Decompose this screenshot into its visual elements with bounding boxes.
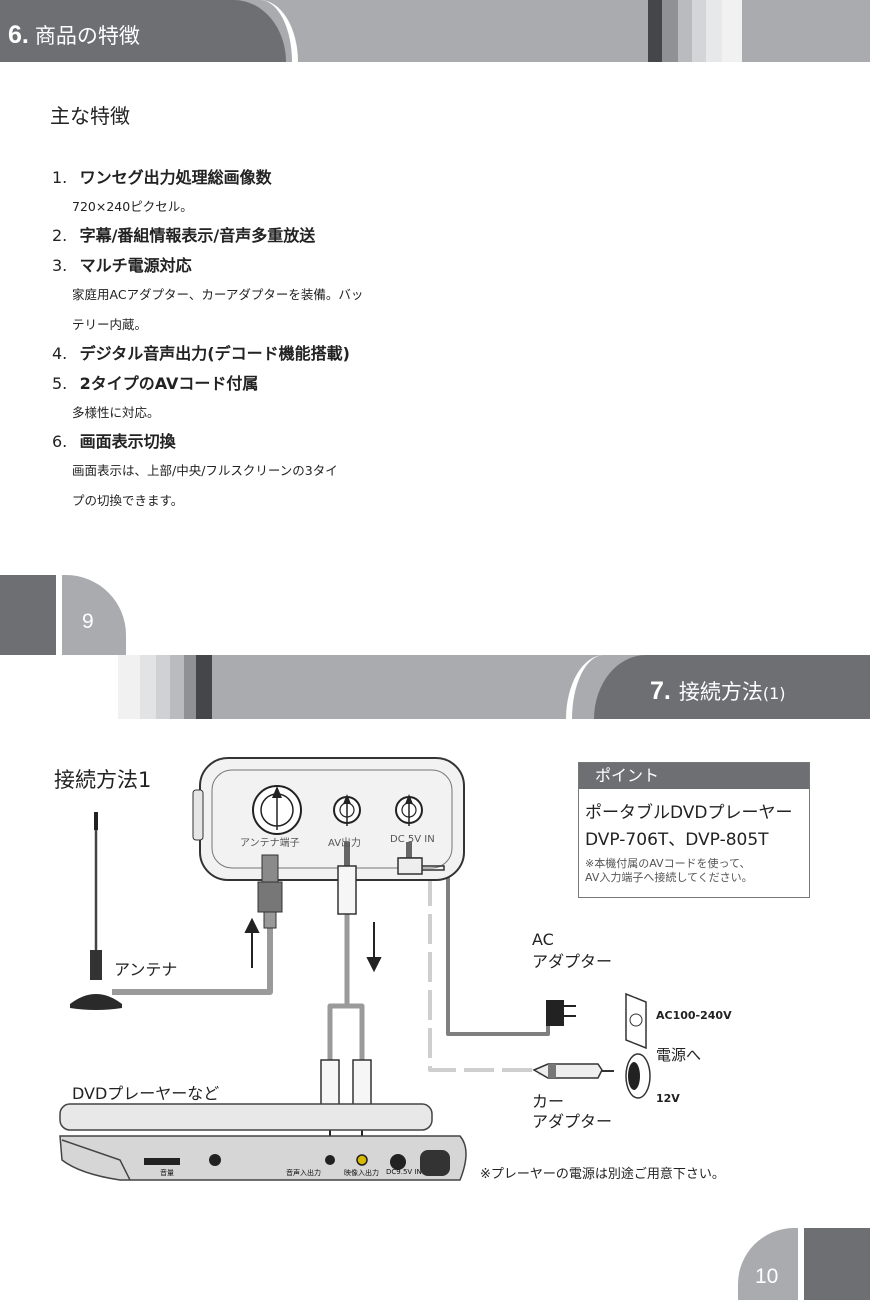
page9-footer-block xyxy=(0,575,56,655)
label-player-audio-in: 音声入出力 xyxy=(286,1169,321,1177)
feature-item-3: 3. マルチ電源対応 xyxy=(52,256,192,275)
header-stripe xyxy=(722,0,742,62)
av-plug-icon xyxy=(337,842,357,915)
arrow-up-icon xyxy=(244,917,260,968)
header-stripe xyxy=(156,655,170,719)
label-to-power: 電源へ xyxy=(656,1046,702,1064)
av-cable-branch xyxy=(347,1003,365,1062)
label-player-video-in: 映像入出力 xyxy=(344,1169,379,1177)
page-number-9: 9 xyxy=(82,610,94,633)
antenna-cable xyxy=(112,928,273,995)
header-stripe xyxy=(196,655,212,719)
feature-item-5: 5. 2タイプのAVコード付属 xyxy=(52,374,259,393)
connection-diagram xyxy=(59,757,651,1181)
feature-desc: プの切換できます。 xyxy=(72,493,184,508)
page10-header-tab xyxy=(594,655,870,719)
header-stripe xyxy=(184,655,196,719)
page10-footer-tab xyxy=(738,1228,798,1300)
header-stripe xyxy=(678,0,692,62)
point-box: ポイント ポータブルDVDプレーヤー DVP-706T、DVP-805T ※本機… xyxy=(578,762,810,898)
feature-desc: テリー内蔵。 xyxy=(72,317,148,332)
label-ac-adapter-line1: AC xyxy=(532,930,554,949)
header-stripe xyxy=(140,655,156,719)
device-panel xyxy=(192,757,465,881)
label-car-adapter-line1: カー xyxy=(532,1092,565,1111)
header-stripe xyxy=(706,0,722,62)
connection-title: 接続方法1 xyxy=(54,768,152,792)
car-socket-icon xyxy=(625,1053,651,1099)
dvd-player-icon xyxy=(59,1103,467,1181)
page9-footer-tab xyxy=(62,575,126,655)
page10-header-title: 7.接続方法(1) xyxy=(650,677,786,705)
page-number-10: 10 xyxy=(755,1265,779,1288)
label-car-adapter-line2: アダプター xyxy=(532,1112,613,1131)
point-note: AV入力端子へ接続してください。 xyxy=(585,871,753,884)
feature-item-2: 2. 字幕/番組情報表示/音声多重放送 xyxy=(52,226,316,245)
point-model-numbers: DVP-706T、DVP-805T xyxy=(585,830,769,850)
arrow-down-icon xyxy=(366,922,382,973)
header-stripe xyxy=(648,0,662,62)
page10-footer-block xyxy=(804,1228,870,1300)
header-stripe xyxy=(118,655,140,719)
label-car-voltage: 12V xyxy=(656,1092,680,1105)
antenna-icon xyxy=(70,812,122,1010)
features-subtitle: 主な特徴 xyxy=(50,104,130,128)
feature-item-4: 4. デジタル音声出力(デコード機能搭載) xyxy=(52,344,350,363)
feature-item-6: 6. 画面表示切換 xyxy=(52,432,176,451)
feature-desc: 多様性に対応。 xyxy=(72,405,160,420)
port-label-antenna: アンテナ端子 xyxy=(240,838,300,849)
header-stripe xyxy=(170,655,184,719)
car-adapter-icon xyxy=(532,1063,614,1079)
label-player-dc: DC9.5V IN xyxy=(386,1168,422,1176)
point-note: ※本機付属のAVコードを使って、 xyxy=(585,857,751,870)
point-model-line: ポータブルDVDプレーヤー xyxy=(585,803,793,823)
feature-desc: 家庭用ACアダプター、カーアダプターを装備。バッ xyxy=(72,287,364,302)
label-power-note: ※プレーヤーの電源は別途ご用意下さい。 xyxy=(480,1167,725,1182)
feature-desc: 720×240ピクセル。 xyxy=(72,199,193,214)
label-antenna: アンテナ xyxy=(114,960,178,979)
wall-outlet-icon xyxy=(625,992,647,1050)
ac-adapter-icon xyxy=(546,1000,576,1026)
dc-cable-car xyxy=(428,800,541,1076)
page9-header-title: 6.商品の特徴 xyxy=(8,21,140,49)
dc-plug-icon xyxy=(397,842,445,875)
feature-item-1: 1. ワンセグ出力処理総画像数 xyxy=(52,168,272,187)
antenna-plug-icon xyxy=(257,854,283,929)
label-ac-voltage: AC100-240V xyxy=(656,1009,732,1022)
label-player-volume: 音量 xyxy=(160,1169,174,1177)
header-stripe xyxy=(662,0,678,62)
feature-desc: 画面表示は、上部/中央/フルスクリーンの3タイ xyxy=(72,463,338,478)
port-label-av: AV出力 xyxy=(328,838,362,849)
port-label-dc: DC 5V IN xyxy=(390,834,435,845)
header-stripe xyxy=(692,0,706,62)
label-ac-adapter-line2: アダプター xyxy=(532,952,613,971)
point-header: ポイント xyxy=(579,763,809,789)
label-dvd-player: DVDプレーヤーなど xyxy=(72,1084,220,1103)
page9-header-tab xyxy=(0,0,286,62)
